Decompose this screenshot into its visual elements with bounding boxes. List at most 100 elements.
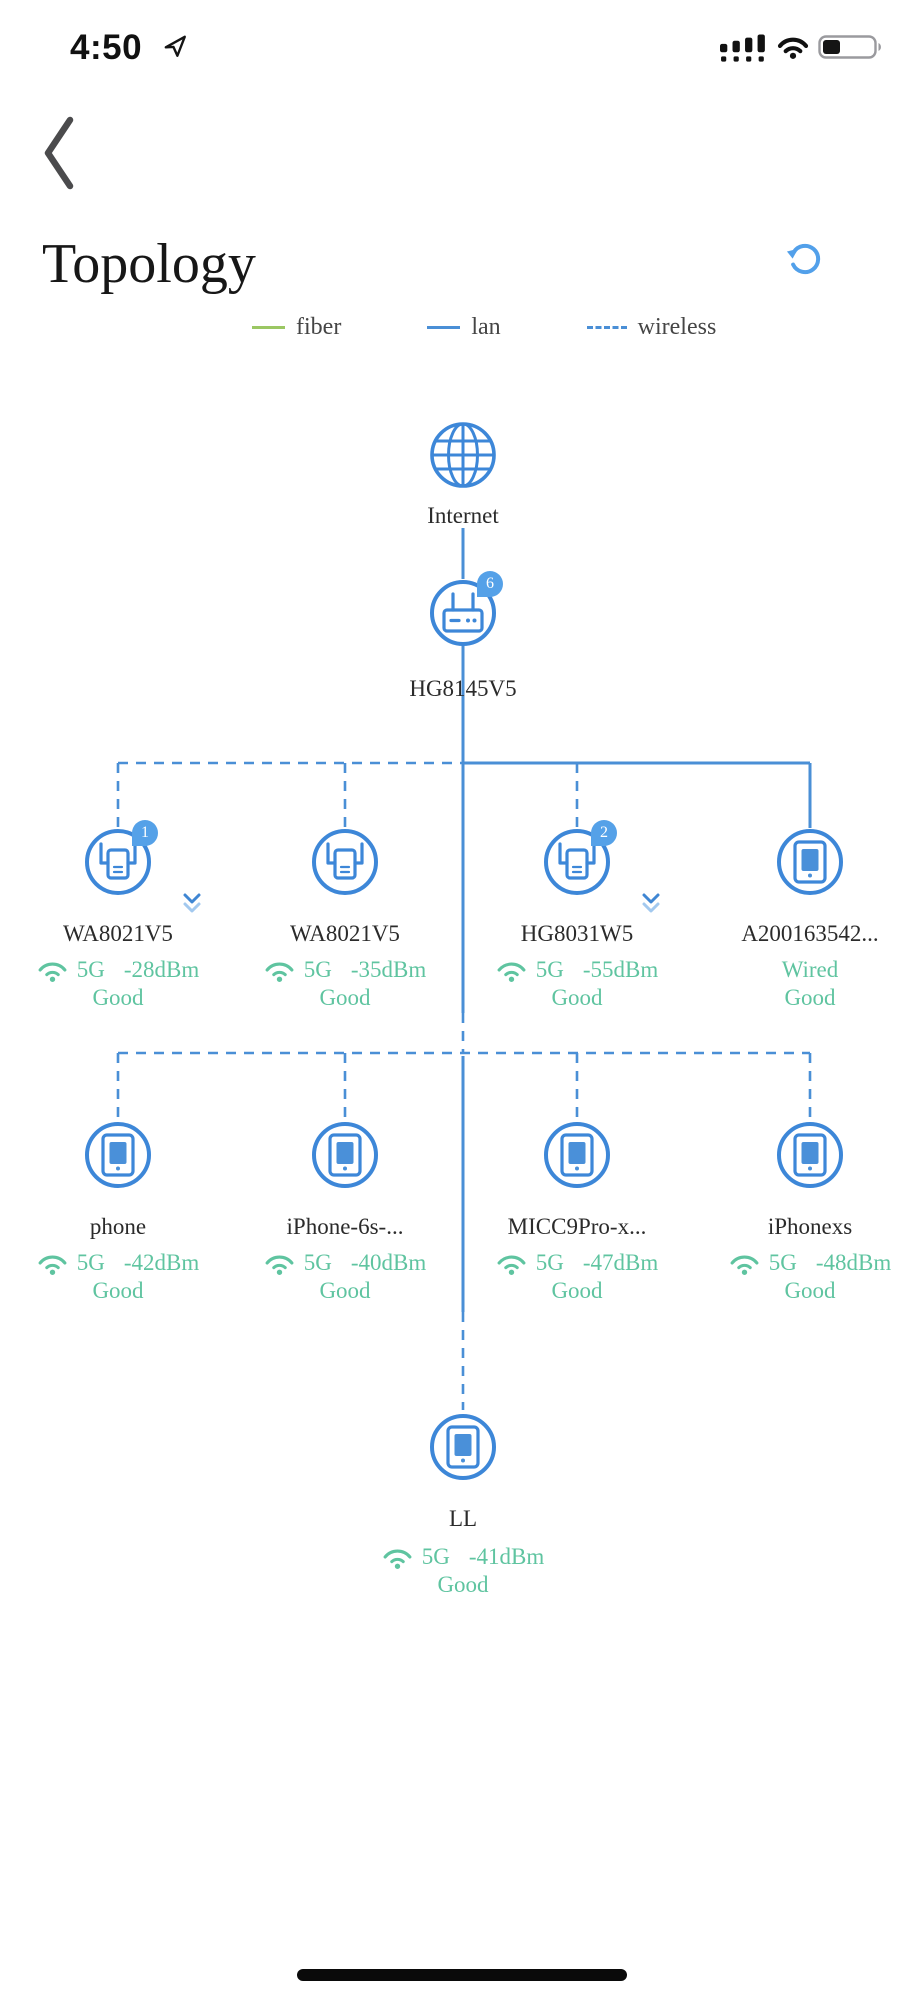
extender-icon	[544, 829, 610, 895]
cellular-signal-icon	[720, 34, 765, 62]
chevron-down-icon	[642, 893, 660, 904]
wifi-status-icon	[777, 37, 809, 59]
band-label: 5G	[303, 1250, 332, 1275]
device-label: WA8021V5	[63, 921, 173, 946]
band-label: 5G	[535, 957, 564, 982]
rssi-value: -47dBm	[582, 1250, 659, 1275]
legend-label: wireless	[637, 314, 717, 340]
device-node[interactable]: LL 5G -41dBm Good	[353, 1412, 573, 1598]
gateway-node[interactable]: 6 HG8145V5	[353, 571, 573, 702]
refresh-button[interactable]	[784, 238, 826, 280]
device-label: iPhone-6s-...	[286, 1214, 404, 1239]
signal-info: 5G -41dBm Good	[353, 1544, 573, 1598]
rssi-value: -42dBm	[123, 1250, 200, 1275]
device-label: LL	[448, 1506, 478, 1531]
signal-info: 5G -40dBm Good	[235, 1250, 455, 1304]
phone-icon	[777, 1122, 843, 1188]
phone-icon	[85, 1122, 151, 1188]
rssi-value: -48dBm	[815, 1250, 892, 1275]
status-icons	[720, 32, 884, 62]
rssi-value: -41dBm	[468, 1544, 545, 1569]
rssi-value: -35dBm	[350, 957, 427, 982]
device-node[interactable]: A200163542... Wired Good	[700, 827, 920, 1011]
battery-icon	[818, 35, 881, 59]
signal-quality: Good	[437, 1572, 489, 1597]
legend-item-lan: lan	[427, 314, 501, 341]
phone-icon	[430, 1414, 496, 1480]
chevron-down-icon	[183, 902, 201, 913]
band-label: 5G	[768, 1250, 797, 1275]
signal-info: Wired Good	[700, 957, 920, 1011]
signal-info: 5G -28dBm Good	[8, 957, 228, 1011]
device-label: A200163542...	[741, 921, 879, 946]
globe-icon	[430, 422, 496, 488]
signal-quality: Good	[551, 1278, 603, 1303]
expand-button[interactable]	[639, 891, 663, 915]
extender-icon	[312, 829, 378, 895]
signal-quality: Good	[784, 985, 836, 1010]
signal-quality: Good	[92, 985, 144, 1010]
fiber-line-swatch	[252, 326, 285, 329]
signal-quality: Good	[319, 985, 371, 1010]
signal-info: 5G -42dBm Good	[8, 1250, 228, 1304]
location-arrow-icon	[164, 35, 186, 57]
device-node[interactable]: iPhonexs 5G -48dBm Good	[700, 1120, 920, 1304]
wifi-signal-icon	[497, 1255, 526, 1275]
rssi-value: -55dBm	[582, 957, 659, 982]
phone-icon	[777, 829, 843, 895]
back-button[interactable]	[36, 114, 84, 192]
signal-quality: Good	[784, 1278, 836, 1303]
home-indicator[interactable]	[297, 1969, 627, 1981]
signal-info: 5G -47dBm Good	[467, 1250, 687, 1304]
connection-type: Wired	[781, 957, 839, 982]
phone-icon	[544, 1122, 610, 1188]
lan-line-swatch	[427, 326, 461, 329]
signal-quality: Good	[92, 1278, 144, 1303]
wireless-line-swatch	[586, 326, 627, 329]
wifi-signal-icon	[497, 962, 526, 982]
back-chevron-icon	[44, 116, 74, 190]
rssi-value: -40dBm	[350, 1250, 427, 1275]
wifi-signal-icon	[38, 1255, 67, 1275]
legend-label: lan	[471, 314, 501, 340]
phone-icon	[312, 1122, 378, 1188]
device-node[interactable]: phone 5G -42dBm Good	[8, 1120, 228, 1304]
device-node[interactable]: MICC9Pro-x... 5G -47dBm Good	[467, 1120, 687, 1304]
signal-info: 5G -35dBm Good	[235, 957, 455, 1011]
legend-item-wireless: wireless	[586, 314, 717, 341]
device-label: phone	[89, 1214, 147, 1239]
device-label: MICC9Pro-x...	[507, 1214, 647, 1239]
band-label: 5G	[76, 1250, 105, 1275]
signal-quality: Good	[319, 1278, 371, 1303]
device-node[interactable]: 2 HG8031W5 5G -55dBm Good	[467, 820, 687, 1011]
signal-info: 5G -55dBm Good	[467, 957, 687, 1011]
device-label: Internet	[427, 503, 499, 528]
client-count-badge: 6	[477, 571, 503, 597]
device-label: WA8021V5	[290, 921, 400, 946]
extender-icon	[85, 829, 151, 895]
band-label: 5G	[421, 1544, 450, 1569]
wifi-signal-icon	[38, 962, 67, 982]
band-label: 5G	[303, 957, 332, 982]
band-label: 5G	[76, 957, 105, 982]
device-node[interactable]: WA8021V5 5G -35dBm Good	[235, 827, 455, 1011]
expand-button[interactable]	[180, 891, 204, 915]
page-title: Topology	[42, 233, 256, 295]
device-label: iPhonexs	[767, 1214, 853, 1239]
legend: fiber lan wireless	[0, 314, 924, 341]
legend-label: fiber	[296, 314, 342, 340]
wifi-signal-icon	[730, 1255, 759, 1275]
signal-info: 5G -48dBm Good	[700, 1250, 920, 1304]
device-node[interactable]: 1 WA8021V5 5G -28dBm Good	[8, 820, 228, 1011]
internet-node: Internet	[353, 420, 573, 529]
device-node[interactable]: iPhone-6s-... 5G -40dBm Good	[235, 1120, 455, 1304]
wifi-signal-icon	[265, 962, 294, 982]
band-label: 5G	[535, 1250, 564, 1275]
client-count-badge: 1	[132, 820, 158, 846]
client-count-badge: 2	[591, 820, 617, 846]
device-label: HG8145V5	[409, 676, 517, 701]
rssi-value: -28dBm	[123, 957, 200, 982]
refresh-icon	[791, 243, 821, 275]
chevron-down-icon	[642, 902, 660, 913]
status-time: 4:50	[70, 28, 143, 67]
